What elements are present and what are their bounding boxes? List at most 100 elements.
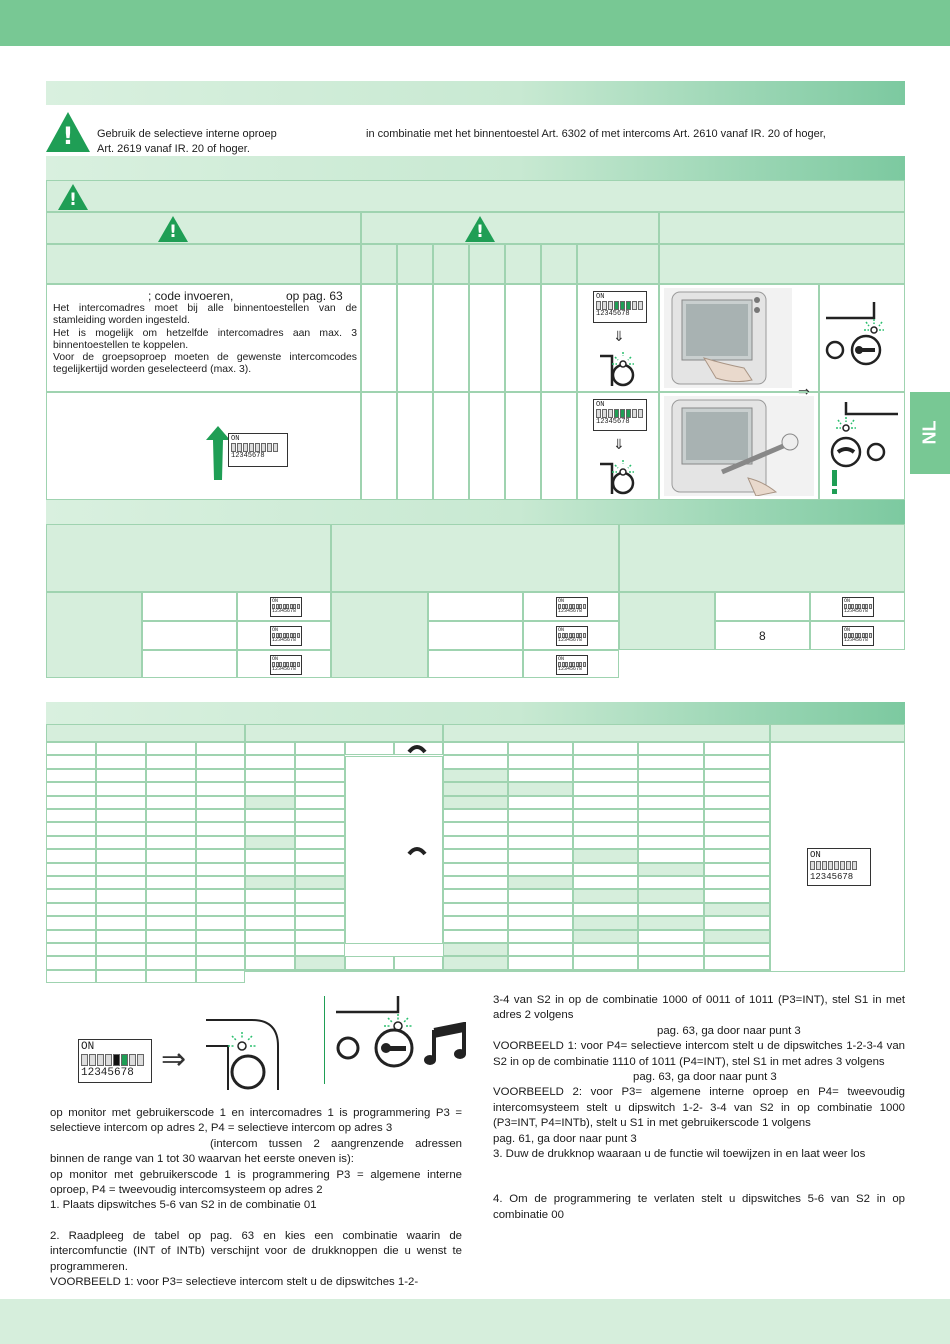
prog-row1-c5	[505, 284, 541, 392]
code-table-cell	[443, 862, 508, 876]
code-table-cell	[295, 822, 345, 836]
code-table-cell	[508, 876, 573, 890]
instructions-left: op monitor met gebruikerscode 1 en inter…	[50, 1106, 462, 1290]
code-table-cell	[96, 956, 146, 970]
code-table-cell	[245, 876, 295, 890]
prog-sub-head-d	[433, 244, 469, 284]
code-table-cell	[573, 822, 638, 836]
code-table-cell	[196, 822, 245, 836]
code-table-cell	[146, 929, 196, 943]
code-table-cell	[96, 929, 146, 943]
code-table-cell	[96, 742, 146, 756]
monitor-illustration	[664, 288, 792, 388]
instruction-paragraph: VOORBEELD 2: voor P3= algemene interne o…	[493, 1086, 905, 1130]
addr-cell	[142, 621, 237, 650]
code-table-cell	[638, 755, 704, 769]
code-table-cell	[146, 768, 196, 783]
code-table-cell	[443, 902, 508, 917]
code-table-cell	[96, 755, 146, 769]
prog-sub-head-g	[541, 244, 577, 284]
code-table-cell	[573, 795, 638, 809]
code-table-cell	[245, 835, 295, 850]
code-table-cell	[46, 849, 96, 863]
code-table-cell	[196, 916, 245, 930]
code-table-cell	[245, 902, 295, 917]
code-table-cell	[295, 956, 345, 970]
code-table-cell	[443, 943, 508, 957]
code-table-cell	[443, 929, 508, 943]
prog-table-header	[46, 156, 905, 180]
code-table-cell	[46, 876, 96, 890]
addr-dip-cell	[523, 592, 619, 621]
code-table-cell	[146, 876, 196, 890]
code-table-cell	[704, 902, 770, 917]
prog-row2-photo-cell	[659, 392, 819, 500]
code-table-cell	[573, 862, 638, 876]
addr-dip-cell	[237, 650, 331, 678]
instruction-paragraph: pag. 63, ga door naar punt 3	[657, 1024, 801, 1037]
instruction-paragraph: 2. Raadpleeg de tabel op pag. 63 en kies…	[50, 1229, 462, 1273]
code-table-cell	[443, 916, 508, 930]
language-tab-nl[interactable]: NL	[910, 392, 950, 474]
code-table-cell	[508, 742, 573, 756]
prog-row2-c3	[433, 392, 469, 500]
code-table-cell	[638, 742, 704, 756]
addr-dip-cell	[523, 650, 619, 678]
code-table-cell	[46, 755, 96, 769]
code-table-cell	[196, 929, 245, 943]
code-table-cell	[508, 755, 573, 769]
code-table-cell	[96, 969, 146, 984]
code-table-cell	[146, 782, 196, 796]
code-table-cell	[46, 943, 96, 957]
code-table-cell	[196, 862, 245, 876]
code-table-cell	[245, 742, 295, 756]
code-table-cell	[638, 849, 704, 863]
instruction-paragraph: 1. Plaats dipswitches 5-6 van S2 in de c…	[50, 1199, 317, 1212]
code-table-cell	[295, 835, 345, 850]
code-table-cell	[345, 956, 394, 970]
code-section-header	[46, 702, 905, 724]
code-table-cell	[96, 889, 146, 903]
code-table-cell	[394, 956, 443, 970]
code-dip-col	[770, 742, 905, 972]
addr-value: 8	[759, 629, 766, 643]
prog-row2-c4	[469, 392, 505, 500]
code-table-cell	[196, 849, 245, 863]
top-header-bar	[0, 0, 950, 46]
code-table-cell	[196, 782, 245, 796]
prog-row1-dip-cell	[577, 284, 659, 392]
code-table-cell	[196, 902, 245, 917]
door-lock-button-icon	[825, 302, 884, 366]
code-table-cell	[196, 835, 245, 850]
addr-cell	[428, 621, 523, 650]
code-table-cell	[46, 929, 96, 943]
code-table-cell	[508, 849, 573, 863]
handset-button-icon	[830, 402, 898, 494]
code-table-cell	[704, 809, 770, 823]
code-table-cell	[508, 943, 573, 957]
prog-table-subheader	[46, 180, 905, 212]
warning-icon: !	[58, 184, 88, 210]
code-table-cell	[96, 916, 146, 930]
code-table-cell	[573, 782, 638, 796]
code-table-cell	[704, 768, 770, 783]
code-table-cell	[704, 849, 770, 863]
code-table-cell	[573, 755, 638, 769]
arrow-up-icon	[206, 426, 230, 480]
code-table-cell	[508, 862, 573, 876]
code-table-cell	[96, 809, 146, 823]
instruction-paragraph: 4. Om de programmering te verlaten stelt…	[493, 1193, 905, 1221]
addr-group3-label	[619, 592, 715, 650]
code-table-cell	[196, 809, 245, 823]
code-table-cell	[245, 768, 295, 783]
code-table-cell	[508, 916, 573, 930]
prog-row1-line: Het is mogelijk om hetzelfde intercomadr…	[53, 327, 357, 351]
prog-row1-c1	[361, 284, 397, 392]
code-table-cell	[146, 849, 196, 863]
warning-note-part2: in combinatie met het binnentoestel Art.…	[366, 128, 826, 140]
code-table-cell	[295, 782, 345, 796]
code-table-cell	[196, 755, 245, 769]
code-table-cell	[46, 862, 96, 876]
dip-switch-block: ON 12345678	[228, 433, 288, 467]
